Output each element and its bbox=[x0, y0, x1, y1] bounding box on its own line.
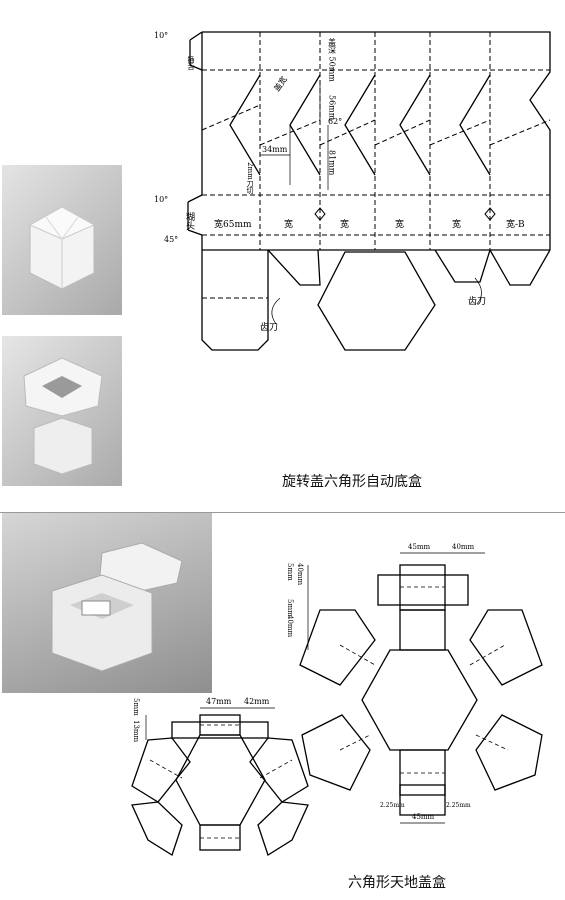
photo-hexagon-lid-box bbox=[2, 513, 212, 693]
panel-last-label: 宽-B bbox=[506, 218, 525, 230]
lid-width-label: 盖宽 bbox=[271, 74, 288, 93]
dim-40v2-label: 40mm bbox=[286, 615, 294, 638]
tooth-knife-left-arrow bbox=[271, 297, 281, 325]
panel-2-label: 宽 bbox=[284, 218, 293, 230]
photo-hexagon-box-open bbox=[2, 336, 122, 486]
hexagon-box-closed-illustration bbox=[28, 206, 96, 290]
hexagon-lid-box-illustration bbox=[51, 542, 183, 672]
section-divider bbox=[0, 512, 565, 513]
tooth-knife-right-arrow bbox=[474, 277, 482, 305]
height-56-label: 56mm bbox=[328, 95, 337, 121]
panel-5-label: 宽 bbox=[452, 218, 461, 230]
dim-40-label: 40mm bbox=[452, 543, 475, 551]
caption-hexagon-lid-box: 六角形天地盖盒 bbox=[348, 875, 446, 891]
dim-45b-label: 45mm bbox=[412, 813, 435, 821]
angle-top-label: 10° bbox=[154, 31, 168, 40]
tooth-knife-right-label: 齿刀 bbox=[468, 296, 486, 307]
dim-225b-label: 2.25mm bbox=[446, 802, 471, 809]
hexagon-box-open-illustration bbox=[23, 357, 103, 475]
dieline-rotating-lid-hexagon-box: 10° 10° 45° 插舌 糊头 盖深 50mm 盖宽 56mm 81mm 6… bbox=[154, 31, 551, 351]
dim-42-label: 42mm bbox=[244, 697, 270, 706]
dieline-hexagon-lid-large: 45mm 40mm 5mm 40mm 5mm 40mm 2.25mm 45mm … bbox=[286, 543, 543, 824]
angle-62-label: 62° bbox=[328, 117, 342, 126]
dieline-hexagon-base-small: 47mm 42mm 13mm 5mm bbox=[131, 697, 309, 856]
photo-hexagon-box-closed bbox=[2, 165, 122, 315]
dim-40v-label: 40mm bbox=[296, 563, 304, 586]
dim-225a-label: 2.25mm bbox=[380, 802, 405, 809]
cut-note-label: 2mm刀切 bbox=[246, 162, 254, 195]
panel-3-label: 宽 bbox=[340, 218, 349, 230]
tab-side-label: 糊头 bbox=[184, 211, 195, 231]
tooth-knife-left-label: 齿刀 bbox=[260, 322, 278, 333]
angle-bottom-label: 45° bbox=[164, 235, 178, 244]
caption-rotating-lid-box: 旋转盖六角形自动底盒 bbox=[282, 474, 422, 490]
height-81-label: 81mm bbox=[328, 150, 337, 176]
dim-5-label: 5mm bbox=[132, 698, 140, 716]
dim-47-label: 47mm bbox=[206, 697, 232, 706]
width-34-label: 34mm bbox=[262, 145, 288, 154]
dim-13-label: 13mm bbox=[132, 720, 140, 743]
dim-5b-label: 5mm bbox=[286, 599, 294, 617]
panel-4-label: 宽 bbox=[395, 218, 404, 230]
dim-5a-label: 5mm bbox=[286, 563, 294, 581]
angle-mid-label: 10° bbox=[154, 195, 168, 204]
panel-first-label: 宽65mm bbox=[214, 218, 252, 230]
dim-45-label: 45mm bbox=[408, 543, 431, 551]
tab-top-label: 插舌 bbox=[187, 55, 195, 71]
lid-depth-label: 盖深 50mm bbox=[328, 37, 337, 82]
